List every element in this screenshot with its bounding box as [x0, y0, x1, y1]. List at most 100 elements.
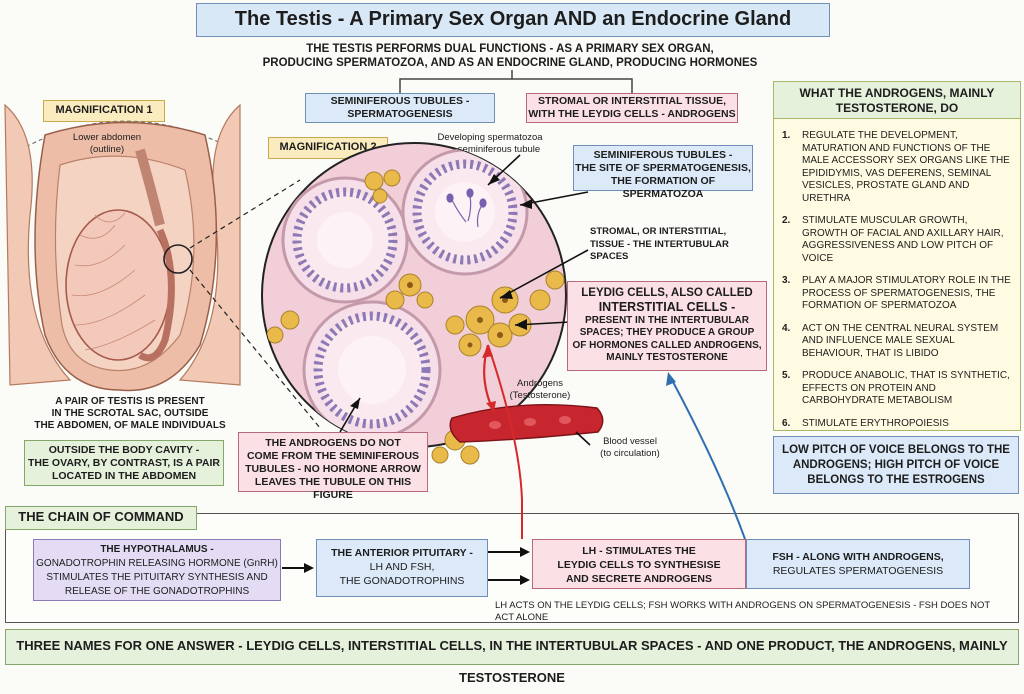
box-line: REGULATES SPERMATOGENESIS	[772, 565, 944, 577]
developing-label: Developing spermatozoa in a seminiferous…	[430, 132, 550, 155]
box-line: THE GONADOTROPHINS	[339, 575, 465, 587]
box-line: GONADOTROPHIN RELEASING HORMONE (GnRH)	[36, 558, 278, 569]
leydig-cluster-outer	[364, 169, 480, 465]
androgen-function-list: 1. REGULATE THE DEVELOPMENT, MATURATION A…	[782, 130, 1014, 440]
box-line: LEAVES THE TUBULE ON THIS FIGURE	[254, 476, 412, 501]
lobule-lines	[71, 212, 156, 351]
box-line: THE OVARY, BY CONTRAST, IS A PAIR	[28, 457, 220, 469]
box-line: LOCATED IN THE ABDOMEN	[51, 470, 197, 482]
box-line: THE HYPOTHALAMUS -	[100, 544, 214, 555]
box-line: SPACES; THEY PRODUCE A GROUP	[579, 327, 755, 338]
function-number: 6.	[782, 417, 791, 429]
label-line: IN THE SCROTAL SAC, OUTSIDE	[51, 408, 209, 419]
box-line: LOW PITCH OF VOICE BELONGS TO THE	[782, 444, 1010, 456]
no-tubule-box: THE ANDROGENS DO NOT COME FROM THE SEMIN…	[238, 432, 428, 501]
lh-box: LH - STIMULATES THE LEYDIG CELLS TO SYNT…	[532, 539, 746, 589]
function-number: 1.	[782, 130, 791, 141]
box-line: PRESENT IN THE INTERTUBULAR	[585, 314, 749, 326]
leydig-label-box: LEYDIG CELLS, ALSO CALLED INTERSTITIAL C…	[567, 281, 767, 371]
pituitary-box: THE ANTERIOR PITUITARY - LH AND FSH, THE…	[316, 539, 488, 597]
label-line: Blood vessel	[603, 436, 657, 447]
label-line: Androgens	[517, 378, 563, 389]
voice-pitch-box: LOW PITCH OF VOICE BELONGS TO THE ANDROG…	[773, 436, 1019, 494]
branch-text: STROMAL OR INTERSTITIAL TISSUE,	[537, 95, 727, 107]
androgen-function-item: 1. REGULATE THE DEVELOPMENT, MATURATION A…	[782, 130, 1014, 205]
label-line: (outline)	[89, 143, 125, 155]
outside-body-box: OUTSIDE THE BODY CAVITY - THE OVARY, BY …	[24, 440, 224, 486]
box-line: TUBULES - NO HORMONE ARROW	[245, 463, 421, 475]
label-line: STROMAL, OR INTERSTITIAL,	[590, 226, 727, 237]
branch-stromal: STROMAL OR INTERSTITIAL TISSUE, WITH THE…	[526, 93, 738, 123]
box-line: LEYDIG CELLS, ALSO CALLED	[581, 287, 753, 299]
epididymis	[138, 228, 175, 362]
label-line: TISSUE - THE INTERTUBULAR	[590, 238, 729, 250]
function-number: 2.	[782, 215, 791, 226]
androgen-function-item: 2.STIMULATE MUSCULAR GROWTH, GROWTH OF F…	[782, 215, 1014, 265]
function-number: 5.	[782, 370, 791, 381]
label-line: Lower abdomen	[72, 132, 142, 143]
branch-text: SEMINIFEROUS TUBULES -	[330, 95, 470, 107]
blood-vessel-label: Blood vessel (to circulation)	[585, 436, 675, 459]
box-line: STIMULATES THE PITUITARY SYNTHESIS AND	[46, 572, 268, 583]
left-thigh	[4, 103, 72, 386]
page-title: The Testis - A Primary Sex Organ AND an …	[196, 3, 830, 37]
box-line: LH - STIMULATES THE	[582, 545, 696, 557]
hypothalamus-box: THE HYPOTHALAMUS - GONADOTROPHIN RELEASI…	[33, 539, 281, 601]
function-text: REGULATE THE DEVELOPMENT, MATURATION AND…	[802, 130, 1010, 204]
spermatic-cord	[135, 148, 165, 227]
tubule-top-right	[401, 148, 529, 276]
testis-illustration	[4, 103, 241, 392]
function-number: 3.	[782, 275, 791, 286]
function-number: 4.	[782, 322, 791, 334]
androgens-label: Androgens (Testosterone)	[505, 378, 575, 401]
subtitle-line: THE TESTIS PERFORMS DUAL FUNCTIONS - AS …	[306, 43, 714, 55]
tubule-top-left	[281, 176, 409, 304]
lower-abdomen-label: Lower abdomen (outline)	[62, 132, 152, 155]
title-line: WHAT THE ANDROGENS, MAINLY	[799, 86, 995, 100]
subtitle: THE TESTIS PERFORMS DUAL FUNCTIONS - AS …	[230, 42, 790, 70]
box-line: INTERSTITIAL CELLS -	[598, 299, 736, 314]
box-line: MAINLY TESTOSTERONE	[606, 352, 728, 363]
label-line: A PAIR OF TESTIS IS PRESENT	[55, 396, 205, 407]
tubule-bottom	[302, 300, 442, 440]
box-line: FSH - ALONG WITH ANDROGENS,	[772, 551, 944, 563]
androgen-function-item: 3. PLAY A MAJOR STIMULATORY ROLE IN THE P…	[782, 275, 1014, 313]
label-line: Developing spermatozoa	[437, 132, 543, 143]
zoom-circle	[163, 244, 193, 274]
magnification-1-tag: MAGNIFICATION 1	[43, 100, 165, 122]
androgen-functions-panel: WHAT THE ANDROGENS, MAINLY TESTOSTERONE,…	[773, 81, 1021, 431]
function-text: STIMULATE ERYTHROPOIESIS	[802, 417, 949, 429]
box-line: BELONGS TO THE ESTROGENS	[807, 474, 985, 486]
box-line: THE ANDROGENS DO NOT	[265, 437, 401, 449]
androgen-function-item: 5. PRODUCE ANABOLIC, THAT IS SYNTHETIC, E…	[782, 370, 1014, 408]
function-text: PLAY A MAJOR STIMULATORY ROLE IN THE PRO…	[802, 275, 1011, 311]
chain-note: LH ACTS ON THE LEYDIG CELLS; FSH WORKS W…	[495, 600, 990, 623]
seminiferous-label-box: SEMINIFEROUS TUBULES - THE SITE OF SPERM…	[573, 145, 753, 200]
androgen-function-item: 4. ACT ON THE CENTRAL NEURAL SYSTEM AND I…	[782, 323, 1014, 361]
label-line: THE ABDOMEN, OF MALE INDIVIDUALS	[34, 420, 226, 431]
function-text: ACT ON THE CENTRAL NEURAL SYSTEM AND INF…	[802, 322, 999, 359]
label-line: (Testosterone)	[509, 389, 571, 401]
arrow-heads	[350, 174, 532, 409]
box-line: THE FORMATION OF SPERMATOZOA	[610, 175, 716, 200]
box-line: COME FROM THE SEMINIFEROUS	[246, 450, 420, 462]
chain-title: THE CHAIN OF COMMAND	[5, 506, 197, 530]
branch-seminiferous: SEMINIFEROUS TUBULES - SPERMATOGENESIS	[305, 93, 495, 123]
box-line: THE ANTERIOR PITUITARY -	[331, 547, 473, 559]
box-line: OF HORMONES CALLED ANDROGENS,	[572, 339, 762, 351]
label-line: (to circulation)	[600, 447, 660, 459]
title-line: TESTOSTERONE, DO	[835, 101, 959, 115]
fsh-box: FSH - ALONG WITH ANDROGENS, REGULATES SP…	[746, 539, 970, 589]
function-text: PRODUCE ANABOLIC, THAT IS SYNTHETIC, EFF…	[802, 370, 1010, 406]
box-line: THE SITE OF SPERMATOGENESIS,	[575, 162, 751, 174]
box-line: LH AND FSH,	[369, 561, 435, 573]
stromal-label: STROMAL, OR INTERSTITIAL, TISSUE - THE I…	[590, 226, 740, 264]
label-line: in a seminiferous tubule	[439, 143, 541, 155]
androgen-function-item: 6. STIMULATE ERYTHROPOIESIS	[782, 418, 1014, 431]
box-line: ANDROGENS; HIGH PITCH OF VOICE	[792, 459, 1000, 471]
label-line: SPACES	[590, 251, 629, 262]
androgen-panel-title: WHAT THE ANDROGENS, MAINLY TESTOSTERONE,…	[774, 82, 1020, 119]
box-line: RELEASE OF THE GONADOTROPHINS	[64, 586, 250, 597]
bottom-banner: THREE NAMES FOR ONE ANSWER - LEYDIG CELL…	[5, 629, 1019, 685]
